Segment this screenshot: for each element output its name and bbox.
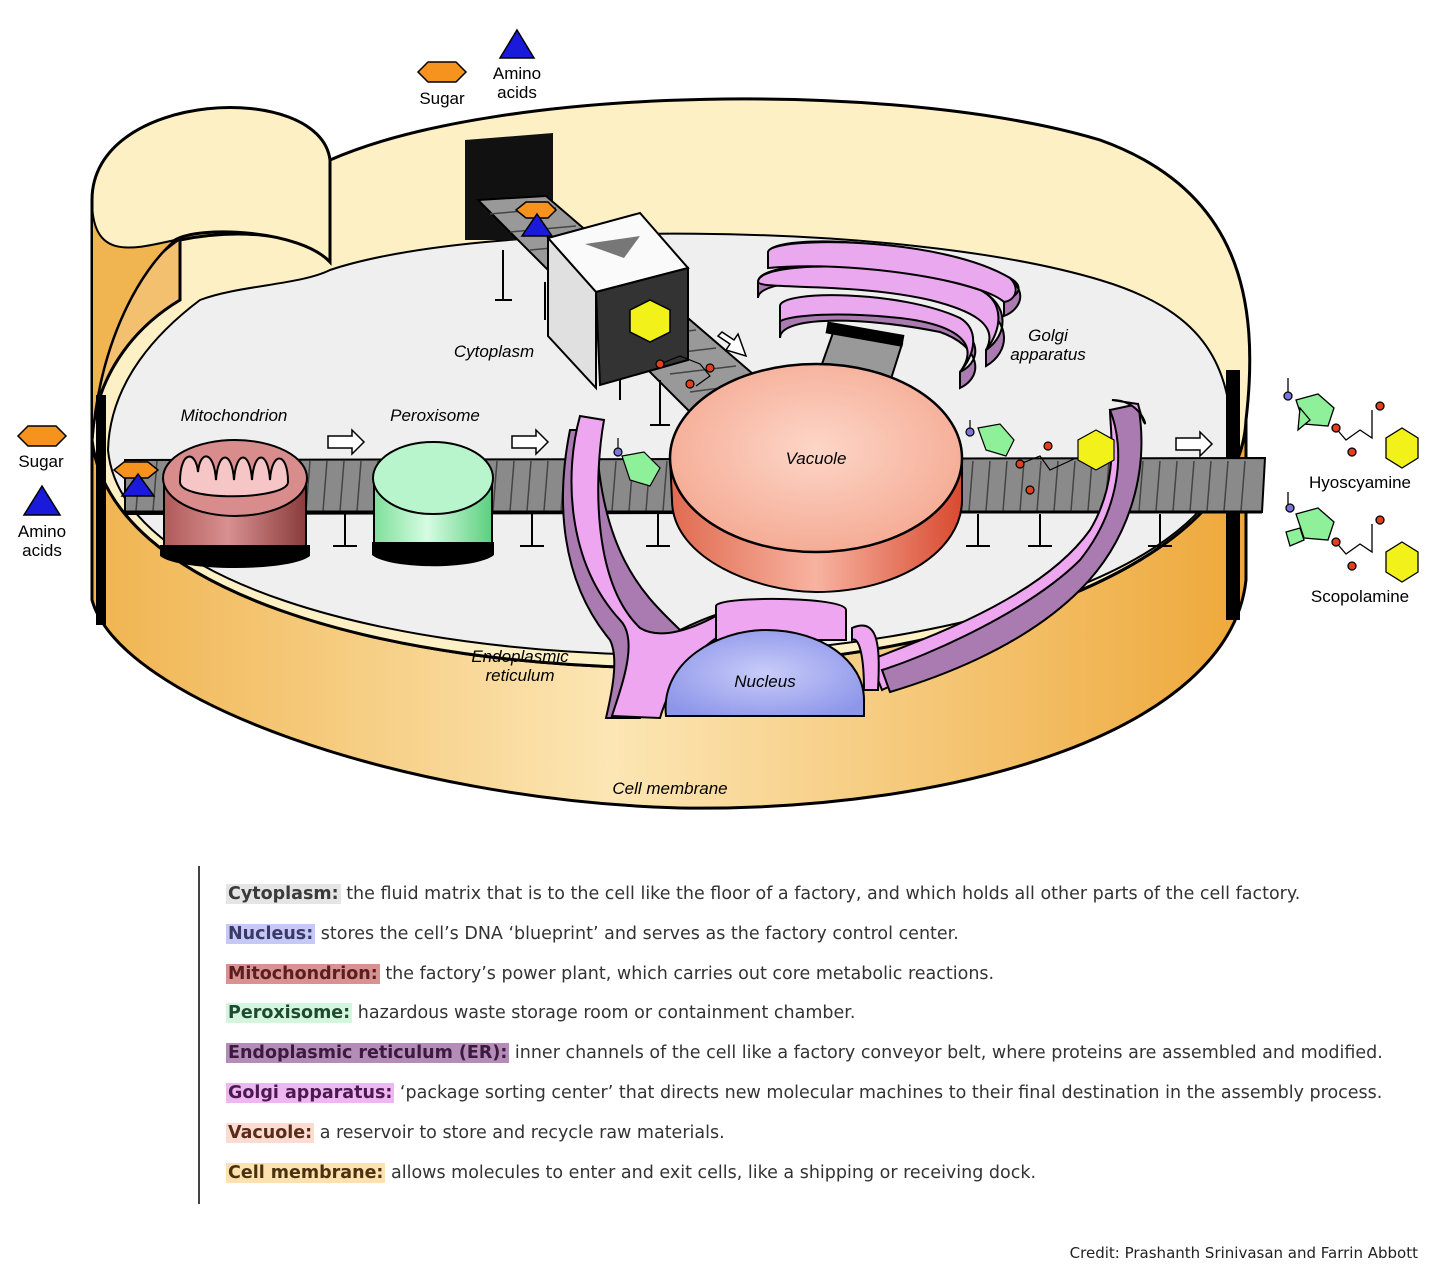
er-label-2: reticulum [486, 666, 555, 685]
legend-row: Mitochondrion: the factory’s power plant… [226, 963, 1398, 985]
legend: Cytoplasm: the fluid matrix that is to t… [198, 866, 1398, 1204]
sugar-icon [416, 61, 468, 83]
hyoscyamine-label: Hyoscyamine [1309, 473, 1411, 492]
mitochondrion [160, 439, 310, 568]
amino-label-top-1: Amino [493, 64, 541, 83]
amino-label-left-1: Amino [18, 522, 66, 541]
legend-description: the factory’s power plant, which carries… [379, 963, 995, 984]
peroxisome-label: Peroxisome [390, 406, 480, 425]
legend-term: Mitochondrion: [226, 963, 380, 984]
intermediate-yellow-hexagon [629, 299, 671, 343]
legend-term: Cell membrane: [226, 1162, 386, 1183]
hyoscyamine-molecule-icon [1283, 378, 1419, 469]
scopolamine-molecule-icon [1285, 492, 1419, 583]
golgi-apparatus [756, 240, 1022, 390]
nucleus-label: Nucleus [734, 672, 796, 691]
processing-machine [546, 211, 690, 391]
vacuole [668, 362, 964, 594]
vacuole-label: Vacuole [786, 449, 847, 468]
credit-line: Credit: Prashanth Srinivasan and Farrin … [1069, 1244, 1418, 1262]
legend-description: inner channels of the cell like a factor… [509, 1043, 1383, 1064]
legend-description: the fluid matrix that is to the cell lik… [340, 884, 1301, 904]
legend-row: Vacuole: a reservoir to store and recycl… [226, 1122, 1398, 1144]
belt-sugar-icon [112, 201, 558, 497]
legend-term: Endoplasmic reticulum (ER): [226, 1043, 510, 1064]
legend-description: stores the cell’s DNA ‘blueprint’ and se… [315, 923, 959, 944]
legend-term: Vacuole: [226, 1122, 315, 1143]
legend-term: Peroxisome: [226, 1003, 353, 1024]
golgi-label-1: Golgi [1028, 326, 1069, 345]
sugar-label-left: Sugar [18, 452, 64, 471]
er-label-1: Endoplasmic [471, 647, 569, 666]
scopolamine-label: Scopolamine [1311, 587, 1409, 606]
legend-row: Cell membrane: allows molecules to enter… [226, 1162, 1398, 1184]
legend-term: Nucleus: [226, 923, 316, 944]
sugar-icon [16, 425, 68, 447]
flow-arrows [327, 331, 1214, 458]
amino-label-top-2: acids [497, 83, 537, 102]
legend-term: Golgi apparatus: [226, 1082, 395, 1103]
endoplasmic-reticulum [562, 399, 1147, 720]
legend-description: hazardous waste storage room or containm… [352, 1003, 856, 1024]
legend-row: Nucleus: stores the cell’s DNA ‘blueprin… [226, 923, 1398, 945]
nucleus [664, 628, 865, 717]
legend-row: Peroxisome: hazardous waste storage room… [226, 1002, 1398, 1024]
cytoplasm-label: Cytoplasm [454, 342, 534, 361]
legend-description: a reservoir to store and recycle raw mat… [314, 1122, 725, 1143]
mitochondrion-label: Mitochondrion [181, 406, 288, 425]
amino-acid-icon [498, 28, 536, 59]
amino-label-left-2: acids [22, 541, 62, 560]
legend-row: Cytoplasm: the fluid matrix that is to t… [226, 883, 1398, 905]
peroxisome [372, 441, 494, 567]
legend-description: allows molecules to enter and exit cells… [385, 1162, 1037, 1183]
intermediate-molecules [613, 355, 1115, 495]
amino-acid-icon [22, 484, 62, 516]
cell-membrane-label: Cell membrane [612, 779, 727, 798]
legend-row: Golgi apparatus: ‘package sorting center… [226, 1082, 1398, 1104]
legend-row: Endoplasmic reticulum (ER): inner channe… [226, 1042, 1398, 1064]
left-inputs: Sugar Amino acids [16, 425, 68, 560]
top-inputs: Sugar Amino acids [416, 28, 541, 108]
legend-description: ‘package sorting center’ that directs ne… [394, 1082, 1383, 1103]
golgi-label-2: apparatus [1010, 345, 1086, 364]
cell-factory-diagram: Sugar Amino acids Sugar Amino acids Hyos… [16, 28, 1419, 810]
sugar-label-top: Sugar [419, 89, 465, 108]
legend-term: Cytoplasm: [226, 884, 341, 904]
